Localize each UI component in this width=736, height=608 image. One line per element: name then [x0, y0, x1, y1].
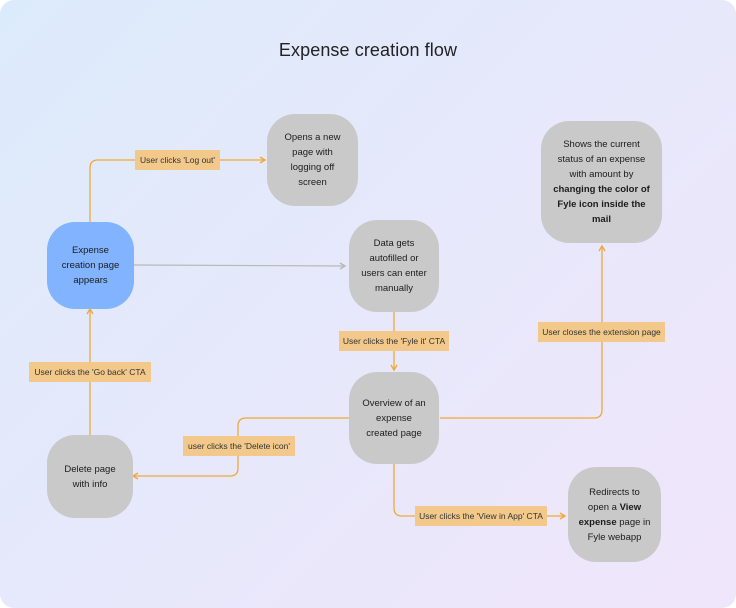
node-autofill-text: Data gets autofilled or users can enter … [361, 238, 427, 294]
connector-close-extension [440, 244, 606, 419]
label-view-in-app: User clicks the 'View in App' CTA [415, 506, 547, 526]
connector-logout [89, 156, 267, 222]
node-overview-text: Overview of an expense created page [362, 397, 426, 439]
node-status-text-plain: Shows the current status of an expense w… [557, 139, 646, 180]
node-redirect: Redirects to open a View expense page in… [568, 467, 661, 562]
node-autofill: Data gets autofilled or users can enter … [349, 220, 439, 312]
node-expense-creation: Expense creation page appears [47, 222, 134, 309]
label-logout: User clicks 'Log out' [135, 150, 220, 170]
node-status-text-bold: changing the color of Fyle icon inside t… [553, 184, 650, 225]
label-delete-icon: user clicks the 'Delete icon' [183, 436, 295, 456]
node-overview: Overview of an expense created page [349, 372, 439, 464]
connector-view-in-app [393, 464, 567, 520]
node-delete-page-text: Delete page with info [64, 463, 116, 490]
node-expense-creation-text: Expense creation page appears [61, 245, 120, 286]
node-redirect-text-1: Redirects to open a [587, 486, 640, 513]
node-redirect-text-2: page in Fyle webapp [587, 516, 651, 543]
node-logout-screen-text: Opens a new page with logging off screen [284, 132, 341, 188]
connector-to-autofill [133, 262, 347, 270]
node-logout-screen: Opens a new page with logging off screen [267, 114, 358, 206]
label-close-extension: User closes the extension page [538, 322, 665, 342]
node-redirect-text-bold: View expense [578, 501, 642, 528]
label-go-back: User clicks the 'Go back' CTA [29, 362, 151, 382]
label-fyle-it: User clicks the 'Fyle it' CTA [339, 331, 449, 351]
node-status: Shows the current status of an expense w… [541, 121, 662, 243]
node-redirect-text: Redirects to open a View expense page in… [578, 485, 651, 545]
diagram-title: Expense creation flow [278, 40, 458, 60]
node-status-text: Shows the current status of an expense w… [553, 137, 650, 227]
node-delete-page: Delete page with info [47, 435, 133, 518]
